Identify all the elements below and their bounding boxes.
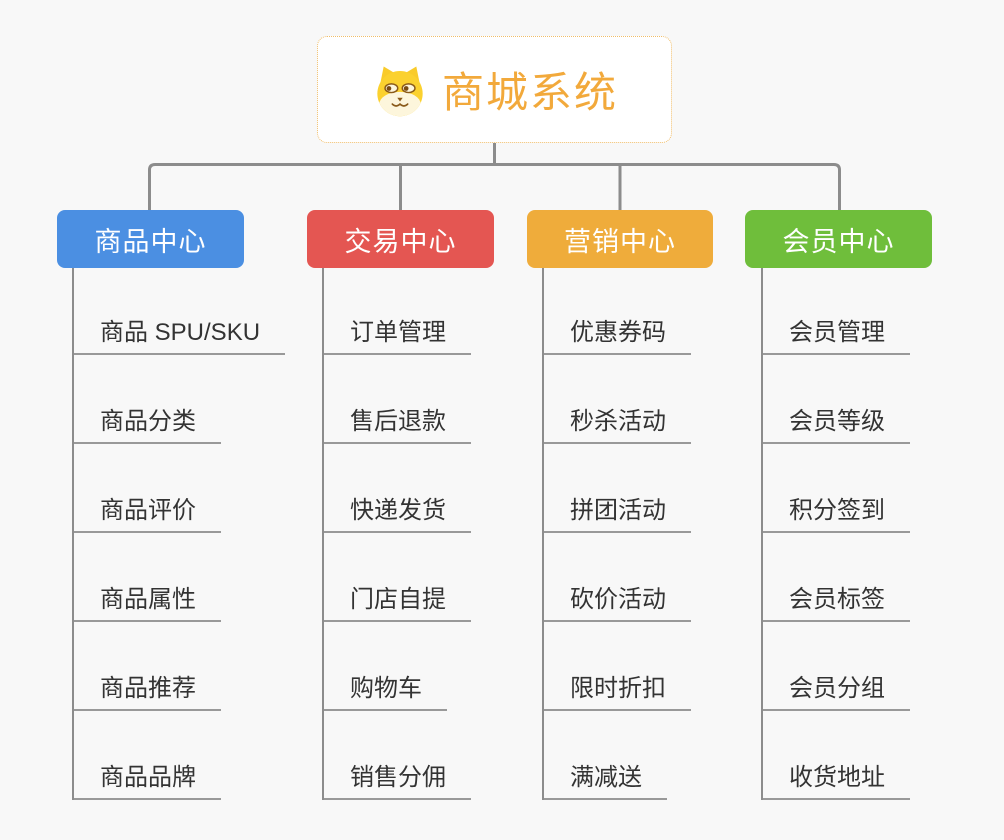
topic-item-label[interactable]: 收货地址 <box>763 764 910 800</box>
topic-item: 商品分类 <box>74 355 285 444</box>
topic-item-label[interactable]: 会员分组 <box>763 675 910 711</box>
topic-item: 限时折扣 <box>544 622 691 711</box>
topic-item: 秒杀活动 <box>544 355 691 444</box>
topic-item-label[interactable]: 商品属性 <box>74 586 221 622</box>
branch-header-trade-center[interactable]: 交易中心 <box>307 210 494 268</box>
topic-item-label[interactable]: 销售分佣 <box>324 764 471 800</box>
topic-item-label[interactable]: 会员标签 <box>763 586 910 622</box>
topic-item-label[interactable]: 会员管理 <box>763 319 910 355</box>
root-topic[interactable]: 商城系统 <box>317 36 672 143</box>
topic-item: 商品属性 <box>74 533 285 622</box>
topic-item: 快递发货 <box>324 444 471 533</box>
topic-item-label[interactable]: 商品评价 <box>74 497 221 533</box>
topic-item-label[interactable]: 购物车 <box>324 675 447 711</box>
topic-item-label[interactable]: 满减送 <box>544 764 667 800</box>
topic-item: 优惠券码 <box>544 266 691 355</box>
topic-item: 会员标签 <box>763 533 910 622</box>
topic-item-label[interactable]: 商品推荐 <box>74 675 221 711</box>
topic-item: 满减送 <box>544 711 691 800</box>
branch-header-member-center[interactable]: 会员中心 <box>745 210 932 268</box>
topic-item: 购物车 <box>324 622 471 711</box>
root-topic-title: 商城系统 <box>441 69 618 116</box>
branch-header-product-center[interactable]: 商品中心 <box>57 210 244 268</box>
branch-items-marketing-center: 优惠券码 秒杀活动 拼团活动 砍价活动 限时折扣 满减送 <box>542 266 691 800</box>
topic-item-label[interactable]: 积分签到 <box>763 497 910 533</box>
topic-item: 商品评价 <box>74 444 285 533</box>
topic-item-label[interactable]: 售后退款 <box>324 408 471 444</box>
topic-item-label[interactable]: 门店自提 <box>324 586 471 622</box>
topic-item: 商品 SPU/SKU <box>74 266 286 355</box>
topic-item-label[interactable]: 秒杀活动 <box>544 408 691 444</box>
branch-items-product-center: 商品 SPU/SKU 商品分类 商品评价 商品属性 商品推荐 商品品牌 <box>72 266 286 800</box>
topic-item: 会员管理 <box>763 266 910 355</box>
branch-items-member-center: 会员管理 会员等级 积分签到 会员标签 会员分组 收货地址 <box>761 266 910 800</box>
branch-items-trade-center: 订单管理 售后退款 快递发货 门店自提 购物车 销售分佣 <box>322 266 471 800</box>
topic-item-label[interactable]: 限时折扣 <box>544 675 691 711</box>
topic-item-label[interactable]: 优惠券码 <box>544 319 691 355</box>
topic-item: 销售分佣 <box>324 711 471 800</box>
topic-item: 积分签到 <box>763 444 910 533</box>
topic-item: 门店自提 <box>324 533 471 622</box>
topic-item-label[interactable]: 商品分类 <box>74 408 221 444</box>
topic-item-label[interactable]: 砍价活动 <box>544 586 691 622</box>
topic-item: 砍价活动 <box>544 533 691 622</box>
topic-item-label[interactable]: 快递发货 <box>324 497 471 533</box>
dog-face-icon <box>377 65 423 116</box>
topic-item-label[interactable]: 商品 SPU/SKU <box>74 319 286 355</box>
topic-item: 商品推荐 <box>74 622 285 711</box>
topic-item: 会员等级 <box>763 355 910 444</box>
topic-item-label[interactable]: 订单管理 <box>324 319 471 355</box>
topic-item: 商品品牌 <box>74 711 285 800</box>
topic-item: 拼团活动 <box>544 444 691 533</box>
branch-header-marketing-center[interactable]: 营销中心 <box>527 210 713 268</box>
outer-connector-line <box>148 163 841 210</box>
topic-item-label[interactable]: 拼团活动 <box>544 497 691 533</box>
topic-item: 订单管理 <box>324 266 471 355</box>
topic-item: 会员分组 <box>763 622 910 711</box>
topic-item: 收货地址 <box>763 711 910 800</box>
topic-item-label[interactable]: 会员等级 <box>763 408 910 444</box>
topic-item: 售后退款 <box>324 355 471 444</box>
topic-item-label[interactable]: 商品品牌 <box>74 764 221 800</box>
